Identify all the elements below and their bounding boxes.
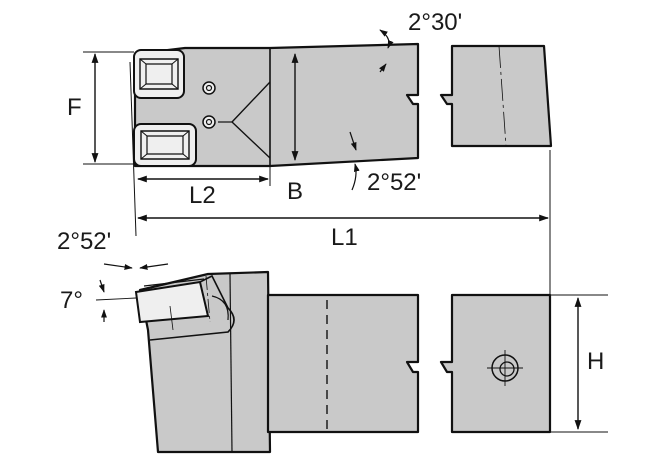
side-view <box>95 263 608 454</box>
top-view-shank-end <box>439 44 553 148</box>
screw-lower-icon <box>202 115 216 129</box>
insert-lower <box>133 123 197 167</box>
label-angle-2-30: 2°30' <box>408 9 463 36</box>
label-angle-2-52-top: 2°52' <box>367 169 422 196</box>
screw-upper-icon <box>202 81 216 95</box>
label-F: F <box>67 94 82 121</box>
label-angle-7: 7° <box>60 287 83 314</box>
label-angle-2-52-side: 2°52' <box>57 228 112 255</box>
label-B: B <box>287 178 304 205</box>
top-view-body <box>133 42 420 168</box>
insert-upper <box>133 49 185 99</box>
label-L1: L1 <box>331 224 358 251</box>
label-H: H <box>587 348 605 375</box>
top-view <box>83 29 553 191</box>
side-view-shank <box>266 293 420 434</box>
label-L2: L2 <box>189 182 216 209</box>
side-view-insert <box>134 280 210 324</box>
